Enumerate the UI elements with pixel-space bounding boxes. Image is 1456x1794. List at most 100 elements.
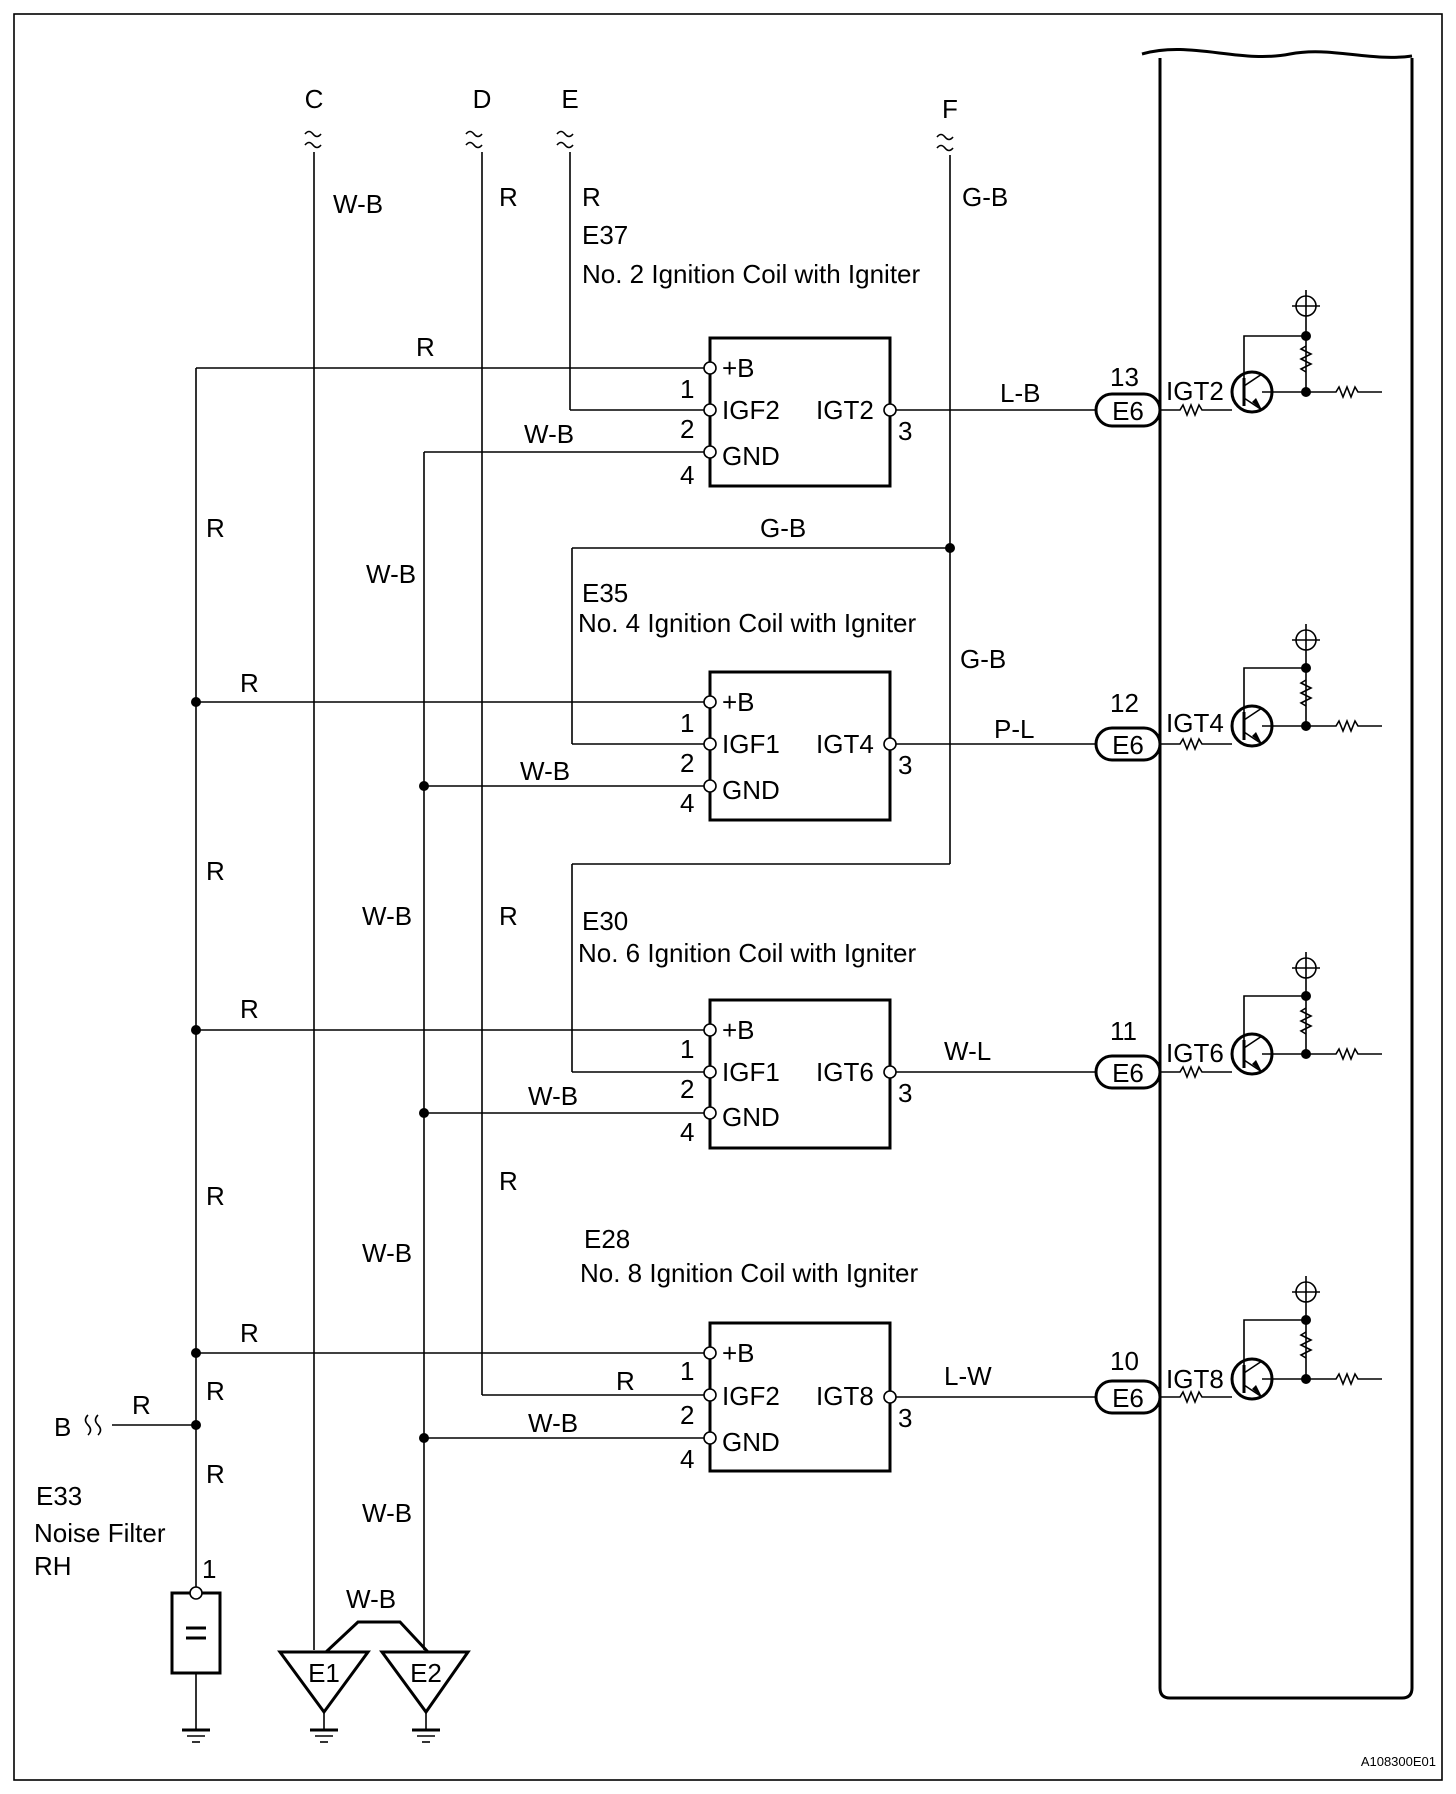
pin-label: +B [722,687,755,717]
ignition-coil-e35: E35 No. 4 Ignition Coil with Igniter +B … [578,578,1034,822]
wire-label: R [206,1459,225,1489]
coil-name: No. 6 Ignition Coil with Igniter [578,938,917,968]
wire-label: R [206,1181,225,1211]
pin-number: 3 [898,416,912,446]
ecu-terminal-igt2: 13 E6 IGT2 [1094,290,1382,428]
wire-label: R [499,1166,518,1196]
wire-label: G-B [760,513,806,543]
pin-number: 4 [680,788,694,818]
pin-number: 1 [680,708,694,738]
pin-number: 2 [680,748,694,778]
wire-label: R [499,901,518,931]
pin-number: 4 [680,460,694,490]
coil-code: E30 [582,906,628,936]
pin-number: 1 [202,1554,216,1584]
wire-label: R [240,994,259,1024]
ignition-coil-e28: E28 No. 8 Ignition Coil with Igniter +B … [580,1224,992,1474]
wire-label: R [206,1376,225,1406]
wires [112,152,1096,1650]
wire-label: R [206,513,225,543]
ecu-connector-label: E6 [1112,1383,1144,1413]
wire-label: R [132,1390,151,1420]
noise-filter-name: Noise Filter [34,1518,166,1548]
ground-e1-label: E1 [308,1658,340,1688]
input-connector-b: B R [54,1390,151,1442]
ecu-block [1141,47,1414,1700]
diagram-frame [13,13,1443,1781]
pin-label: IGF2 [722,395,780,425]
wire-label: W-L [944,1036,991,1066]
top-connector-f: F G-B [936,94,1008,212]
pin-label: GND [722,441,780,471]
ecu-pin-number: 12 [1110,688,1139,718]
coil-code: E37 [582,220,628,250]
ignition-coil-e37: E37 No. 2 Ignition Coil with Igniter +B … [582,220,1040,490]
wire-label: W-B [346,1584,396,1614]
wire-labels: R R R R R R R R R R R R W-B W-B W-B W-B … [206,332,1006,1528]
wire-label: W-B [366,559,416,589]
wire-label: W-B [333,189,383,219]
ecu-connector-label: E6 [1112,396,1144,426]
pin-number: 3 [898,1403,912,1433]
top-connector-d: D R [465,84,518,212]
ecu-pin-number: 11 [1110,1016,1137,1046]
pin-number: 4 [680,1444,694,1474]
noise-filter-e33: E33 Noise Filter RH 1 [34,1481,222,1743]
connector-d-label: D [473,84,492,114]
wire-label: R [582,182,601,212]
ecu-signal-label: IGT8 [1166,1364,1224,1394]
wire-label: W-B [520,756,570,786]
wire-label: R [416,332,435,362]
wire-label: W-B [528,1408,578,1438]
pin-number: 3 [898,1078,912,1108]
pin-label: IGF2 [722,1381,780,1411]
pin-label: GND [722,1427,780,1457]
wire-label: L-B [1000,378,1040,408]
top-connector-e: E R [556,84,601,212]
pin-number: 2 [680,1400,694,1430]
noise-filter-code: E33 [36,1481,82,1511]
wire-label: W-B [524,419,574,449]
ecu-signal-label: IGT6 [1166,1038,1224,1068]
pin-number: 4 [680,1117,694,1147]
ecu-signal-label: IGT2 [1166,376,1224,406]
connector-e-label: E [561,84,578,114]
pin-number: 1 [680,374,694,404]
ecu-connector-label: E6 [1112,730,1144,760]
pin-number: 1 [680,1356,694,1386]
wire-label: G-B [962,182,1008,212]
connector-f-label: F [942,94,958,124]
pin-label: IGT4 [816,729,874,759]
wire-label: W-B [362,1498,412,1528]
wire-label: W-B [528,1081,578,1111]
junction-dots [191,543,955,1443]
wire-label: W-B [362,901,412,931]
ground-e2-label: E2 [410,1658,442,1688]
pin-number: 2 [680,414,694,444]
wire-label: R [206,856,225,886]
figure-id: A108300E01 [1361,1754,1436,1769]
ecu-terminal-igt4: 12 E6 IGT4 [1094,624,1382,762]
coil-name: No. 4 Ignition Coil with Igniter [578,608,917,638]
connector-b-label: B [54,1412,71,1442]
ecu-terminal-igt6: 11 E6 IGT6 [1094,952,1382,1090]
ecu-pin-number: 13 [1110,362,1139,392]
pin-label: +B [722,1015,755,1045]
ground-points: W-B E1 E2 [277,1584,471,1743]
pin-number: 1 [680,1034,694,1064]
pin-number: 3 [898,750,912,780]
pin-label: IGT2 [816,395,874,425]
pin-label: IGF1 [722,1057,780,1087]
coil-name: No. 8 Ignition Coil with Igniter [580,1258,919,1288]
pin-label: +B [722,353,755,383]
ecu-pin-number: 10 [1110,1346,1139,1376]
pin-label: GND [722,775,780,805]
ecu-connector-label: E6 [1112,1058,1144,1088]
pin-label: IGT8 [816,1381,874,1411]
wire-label: G-B [960,644,1006,674]
coil-code: E28 [584,1224,630,1254]
coil-code: E35 [582,578,628,608]
wire-label: R [499,182,518,212]
noise-filter-name: RH [34,1551,72,1581]
